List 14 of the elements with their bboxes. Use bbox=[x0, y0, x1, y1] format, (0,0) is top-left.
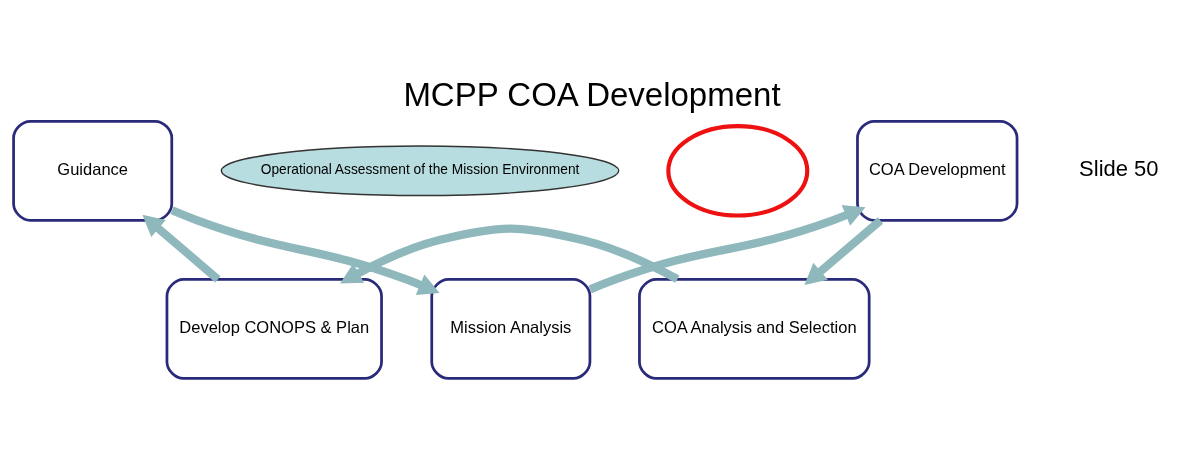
arrow bbox=[170, 206, 440, 296]
node-box: COA Development bbox=[856, 119, 1019, 222]
arrow bbox=[588, 205, 866, 294]
node-circle bbox=[666, 124, 810, 218]
node-box: COA Analysis and Selection bbox=[638, 278, 871, 380]
arrow bbox=[340, 224, 680, 284]
arrow bbox=[804, 217, 884, 286]
node-ellipse: Operational Assessment of the Mission Environment bbox=[220, 145, 620, 197]
diagram-title: MCPP COA Development bbox=[403, 76, 781, 114]
node-box: Mission Analysis bbox=[430, 278, 592, 380]
node-box: Guidance bbox=[12, 119, 174, 222]
node-box: Develop CONOPS & Plan bbox=[165, 278, 383, 380]
label: Slide 50 bbox=[1079, 156, 1159, 182]
arrow bbox=[142, 214, 221, 283]
